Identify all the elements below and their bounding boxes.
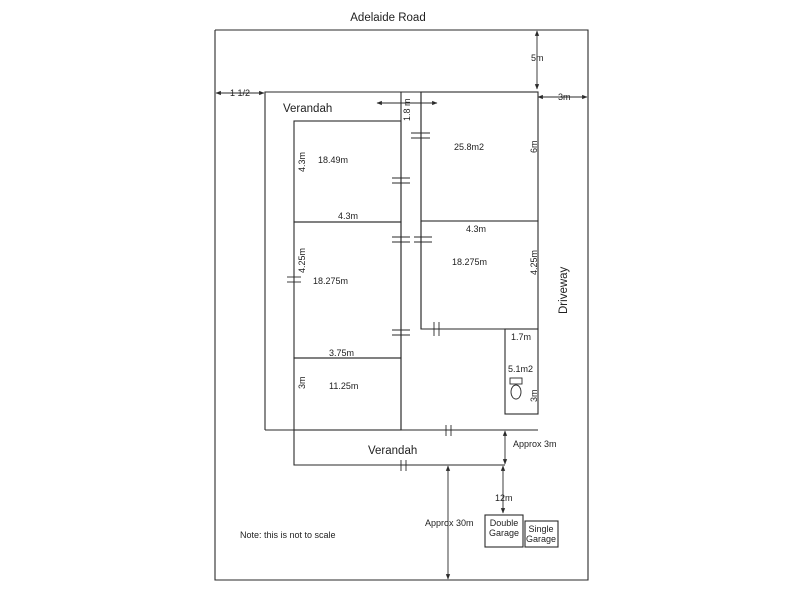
room-4	[420, 220, 539, 330]
single-garage	[524, 520, 559, 548]
room3-height: 4.25m	[297, 248, 307, 273]
verandah-bottom-label: Verandah	[368, 445, 417, 457]
room4-width: 4.3m	[466, 224, 486, 234]
rear-verandah	[293, 430, 505, 466]
block-boundary	[214, 29, 589, 581]
room1-height: 4.3m	[297, 152, 307, 172]
room4-area: 18.275m	[452, 257, 487, 267]
scale-note: Note: this is not to scale	[240, 530, 336, 540]
verandah-depth: Approx 3m	[513, 439, 557, 449]
room-5	[293, 357, 402, 431]
single-garage-line1: Single	[528, 524, 553, 534]
room1-width: 4.3m	[338, 211, 358, 221]
driveway-label: Driveway	[558, 266, 570, 314]
left-setback-label: 1 1/2	[230, 88, 250, 98]
room2-height: 6m	[529, 140, 539, 153]
bathroom	[504, 328, 539, 415]
room1-area: 18.49m	[318, 155, 348, 165]
room-3	[293, 221, 402, 359]
verandah-top-label: Verandah	[283, 103, 332, 115]
road-label: Adelaide Road	[350, 12, 425, 24]
double-garage	[484, 514, 524, 548]
bath-width: 1.7m	[511, 332, 531, 342]
room5-area: 11.25m	[329, 381, 358, 391]
front-setback-label: 5m	[531, 53, 544, 63]
bath-area: 5.1m2	[508, 364, 533, 374]
bath-height: 3m	[529, 389, 539, 402]
garage-distance-label: 12m	[495, 493, 513, 503]
room-1	[293, 120, 402, 223]
single-garage-line2: Garage	[526, 534, 556, 544]
rear-distance-label: Approx 30m	[425, 518, 474, 528]
room5-height: 3m	[297, 376, 307, 389]
room-2	[420, 91, 539, 222]
door-markers	[287, 132, 452, 471]
double-garage-line2: Garage	[489, 528, 519, 538]
double-garage-line1: Double	[490, 518, 519, 528]
room4-height: 4.25m	[529, 250, 539, 275]
toilet-icon	[509, 377, 523, 400]
room5-width: 3.75m	[329, 348, 354, 358]
hall-width-label: 1.8 m	[402, 98, 412, 121]
right-setback-label: 3m	[558, 92, 571, 102]
room3-area: 18.275m	[313, 276, 348, 286]
room2-area: 25.8m2	[454, 142, 484, 152]
